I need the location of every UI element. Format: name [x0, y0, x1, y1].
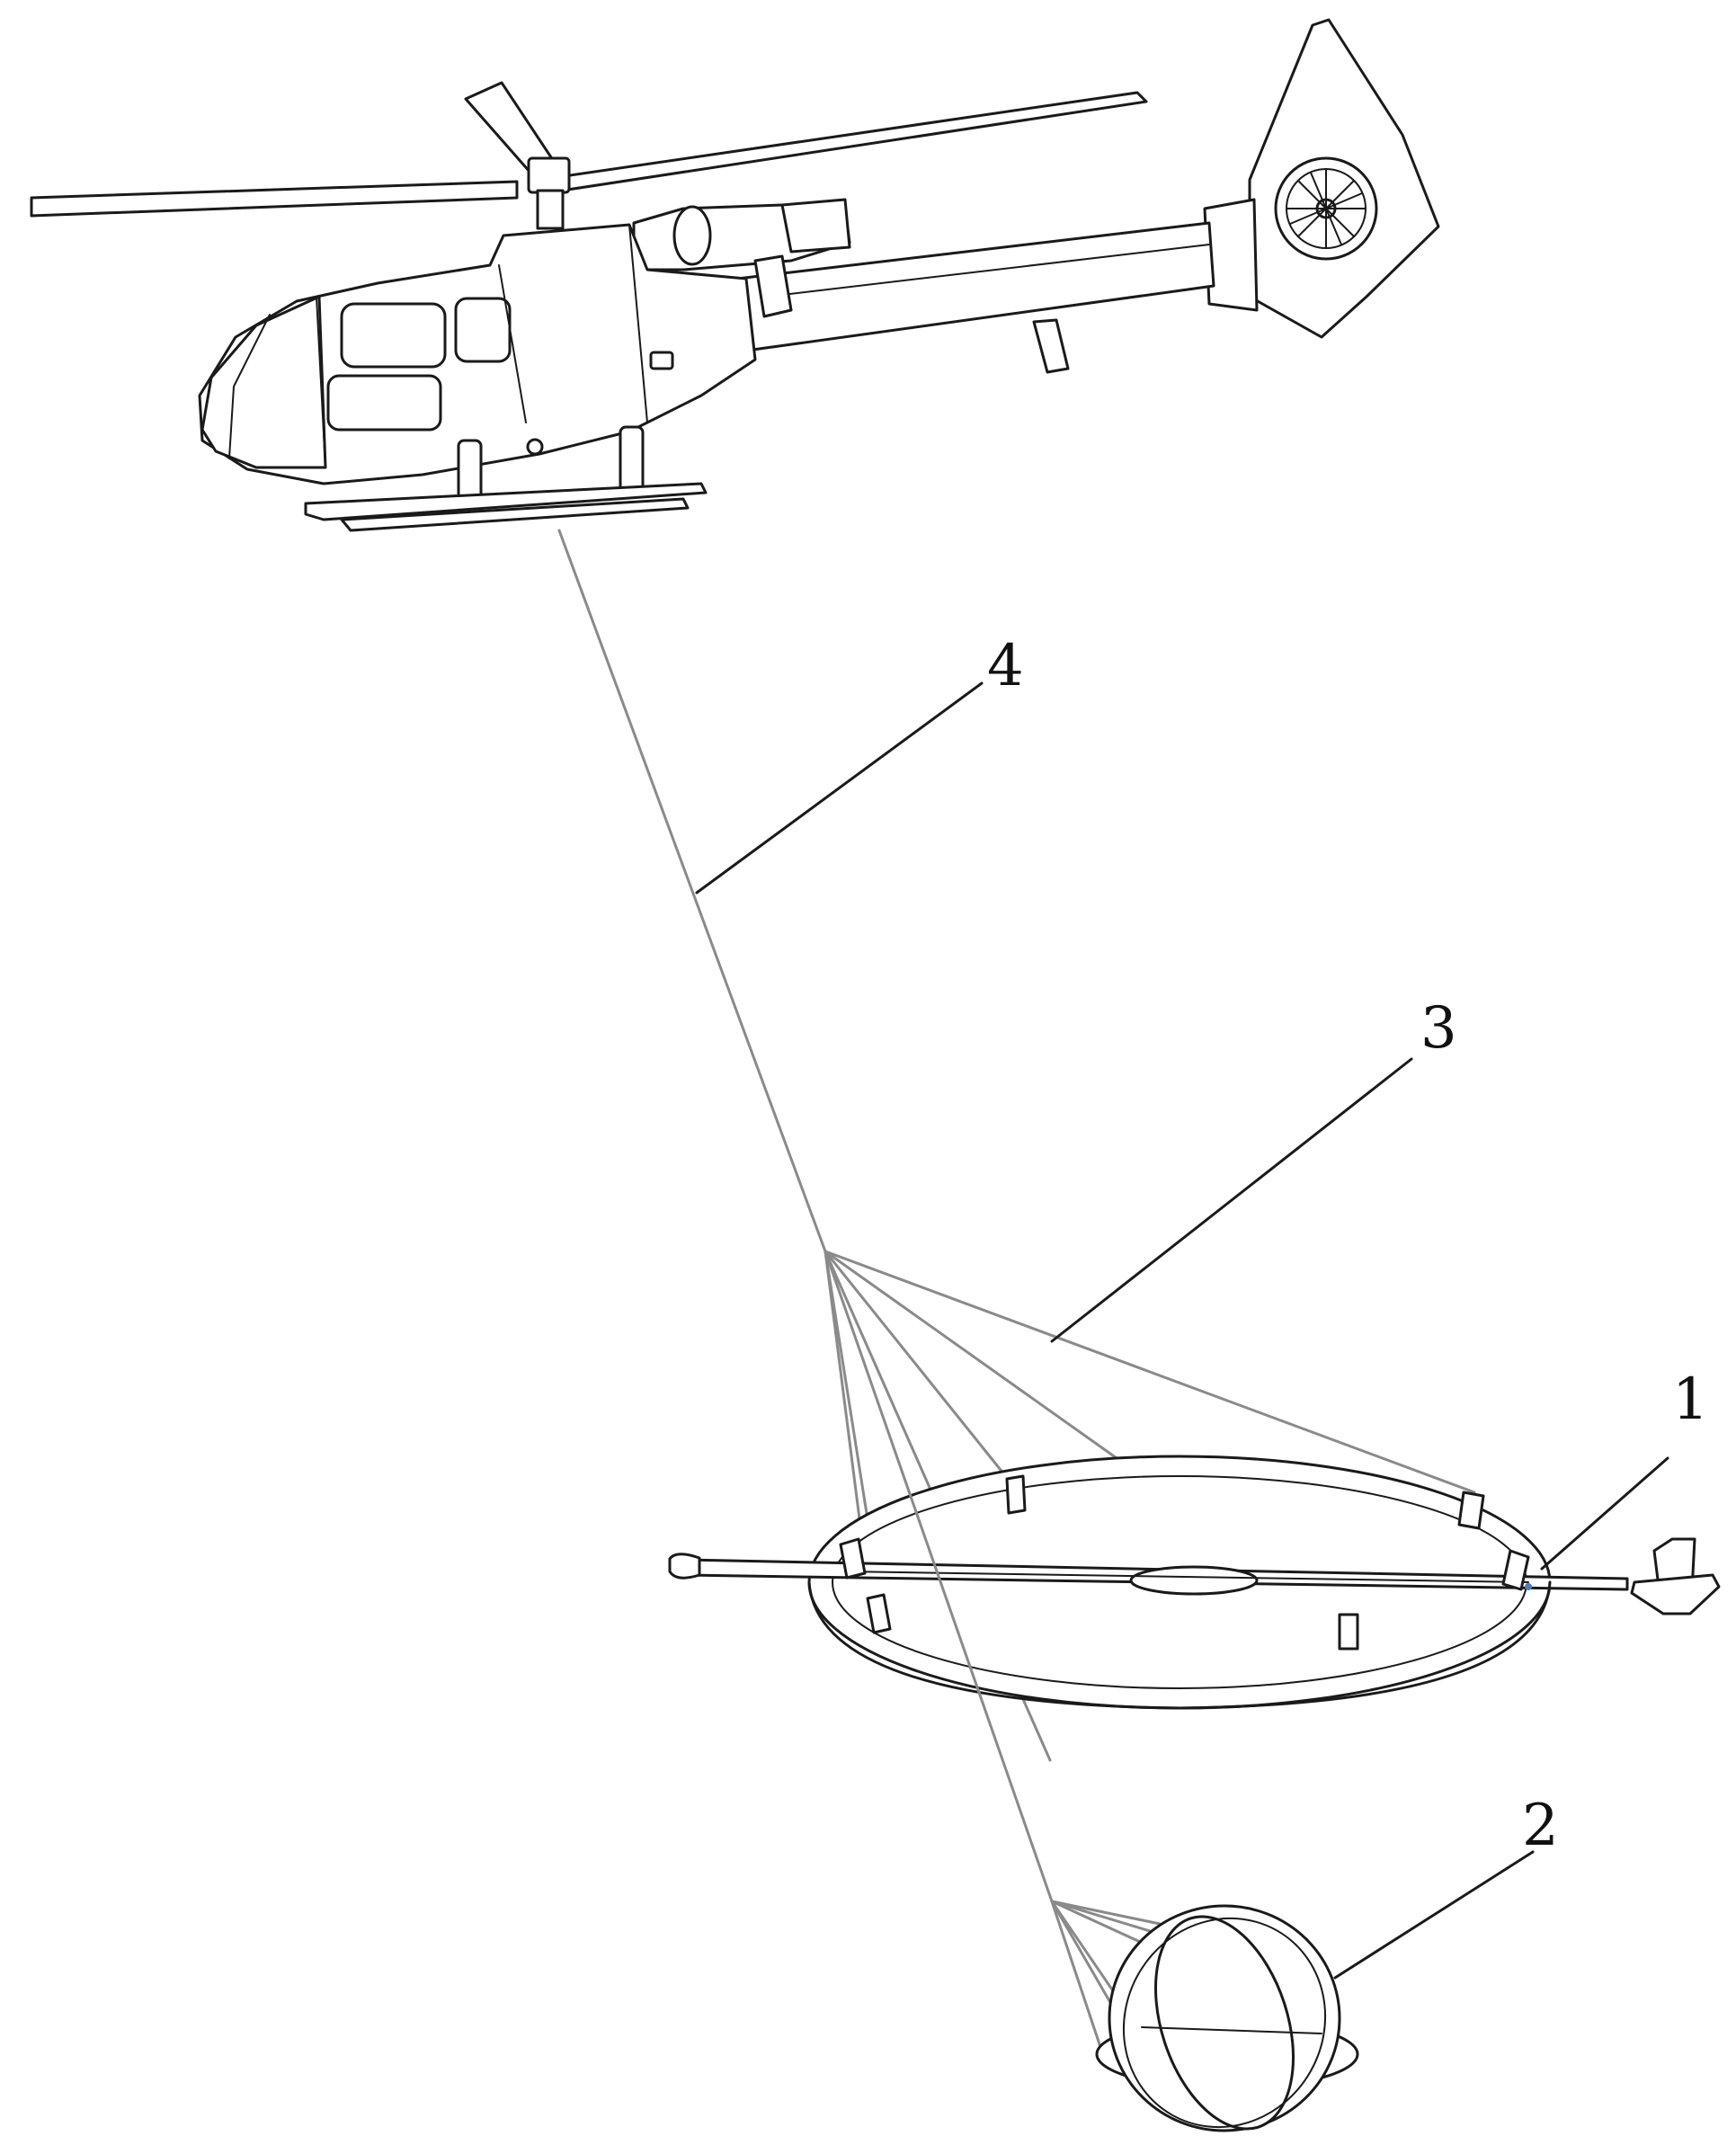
label-1: 1	[1672, 1366, 1709, 1433]
sensor-tow-line	[823, 1250, 1054, 1903]
label-2: 2	[1522, 1793, 1559, 1859]
tail-boom-line	[781, 244, 1210, 296]
window-front-lower	[326, 374, 442, 432]
canopy-frame	[228, 314, 271, 459]
door-outline	[316, 264, 527, 468]
main-rotor-blade-rear	[538, 91, 1148, 195]
main-rotor-blade-front	[30, 180, 519, 218]
helicopter	[30, 18, 1440, 532]
boom-nose	[668, 1553, 701, 1580]
sphere-ring-vertical-c	[1122, 1917, 1327, 2129]
towed-transmitter-frame	[668, 1455, 1721, 1710]
engine-exhaust	[780, 198, 851, 254]
ventral-fin	[1032, 318, 1070, 374]
engine-strut	[753, 254, 793, 318]
cockpit-canopy	[200, 295, 327, 469]
frame-ring-front	[807, 1580, 1552, 1710]
sphere-axis	[1141, 2026, 1322, 2034]
leader-line-2	[1333, 1850, 1535, 1980]
boom-center-pod	[1129, 1565, 1259, 1596]
boom-joint	[1525, 1583, 1532, 1590]
fuselage-hatch	[649, 351, 674, 370]
engine-intake	[672, 205, 712, 266]
ring-clamps	[839, 1474, 1530, 1651]
boom-line	[844, 1571, 1529, 1583]
label-4: 4	[987, 633, 1024, 699]
label-3: 3	[1420, 995, 1457, 1062]
rotor-mast	[536, 189, 565, 230]
fuselage-port	[526, 438, 544, 456]
leader-line-1	[1540, 1456, 1669, 1571]
window-front-upper	[340, 302, 447, 369]
rotor-hub	[527, 156, 571, 194]
leader-line-3	[1050, 1057, 1413, 1343]
tow-cable	[557, 529, 827, 1253]
window-rear-upper	[454, 297, 512, 363]
landing-skid-lower	[340, 497, 690, 532]
sphere-ring-vertical-b	[1153, 1915, 1295, 2131]
towed-body-tail-plane	[1630, 1573, 1721, 1615]
leader-line-4	[695, 681, 984, 894]
spherical-receiver	[1095, 1904, 1359, 2132]
fenestron-blades	[1286, 168, 1367, 249]
fuselage-panel-line	[628, 224, 648, 423]
landing-skid	[304, 482, 708, 521]
